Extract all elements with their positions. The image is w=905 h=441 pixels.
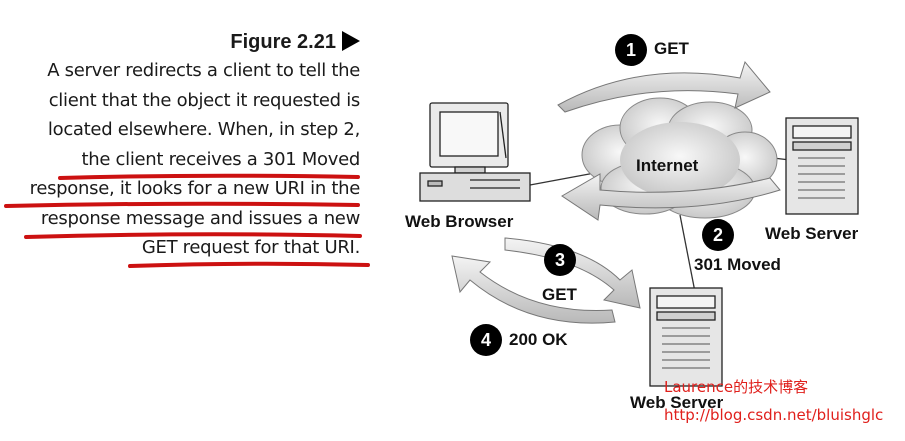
step-1-badge: 1 [615, 34, 647, 66]
underline-4 [128, 261, 370, 268]
watermark-line-1: Laurence的技术博客 [664, 378, 809, 396]
step-4-label: 200 OK [509, 330, 568, 349]
arrow-step-1 [557, 60, 771, 113]
underline-2 [4, 201, 360, 208]
web-browser-label: Web Browser [405, 212, 514, 231]
caption-line-2: client that the object it requested is [48, 89, 361, 111]
caption-line-1: A server redirects a client to tell the [47, 60, 360, 81]
web-browser-computer [419, 102, 531, 202]
caption-line-4: the client receives a 301 Moved [81, 148, 360, 170]
underline-3 [24, 232, 362, 239]
internet-cloud [581, 97, 778, 219]
caption-line-6: response message and issues a new [40, 207, 360, 229]
caption-line-7: GET request for that URI. [141, 237, 360, 258]
figure-title: Figure 2.21 [0, 28, 360, 56]
caption-line-5: response, it looks for a new URI in the [29, 178, 361, 199]
step-1-label: GET [654, 39, 689, 58]
underline-1 [58, 173, 360, 180]
watermark-line-2: http://blog.csdn.net/bluishglc [664, 406, 884, 424]
figure-caption: Figure 2.21 A server redirects a client … [0, 28, 360, 263]
internet-label: Internet [636, 156, 699, 175]
arrow-step-4 [451, 255, 616, 324]
step-2-label: 301 Moved [694, 255, 781, 274]
figure-label: Figure 2.21 [230, 31, 336, 53]
play-arrow-icon [342, 31, 360, 51]
step-3-badge: 3 [544, 244, 576, 276]
web-server-1-label: Web Server [765, 224, 859, 243]
caption-line-3: located elsewhere. When, in step 2, [47, 119, 360, 140]
step-4-badge: 4 [470, 324, 502, 356]
step-3-label: GET [542, 285, 577, 304]
step-2-badge: 2 [702, 219, 734, 251]
web-server-2 [649, 287, 723, 387]
arrow-step-2 [561, 173, 781, 221]
web-server-2-label: Web Server [630, 393, 724, 412]
web-server-1 [785, 117, 859, 215]
